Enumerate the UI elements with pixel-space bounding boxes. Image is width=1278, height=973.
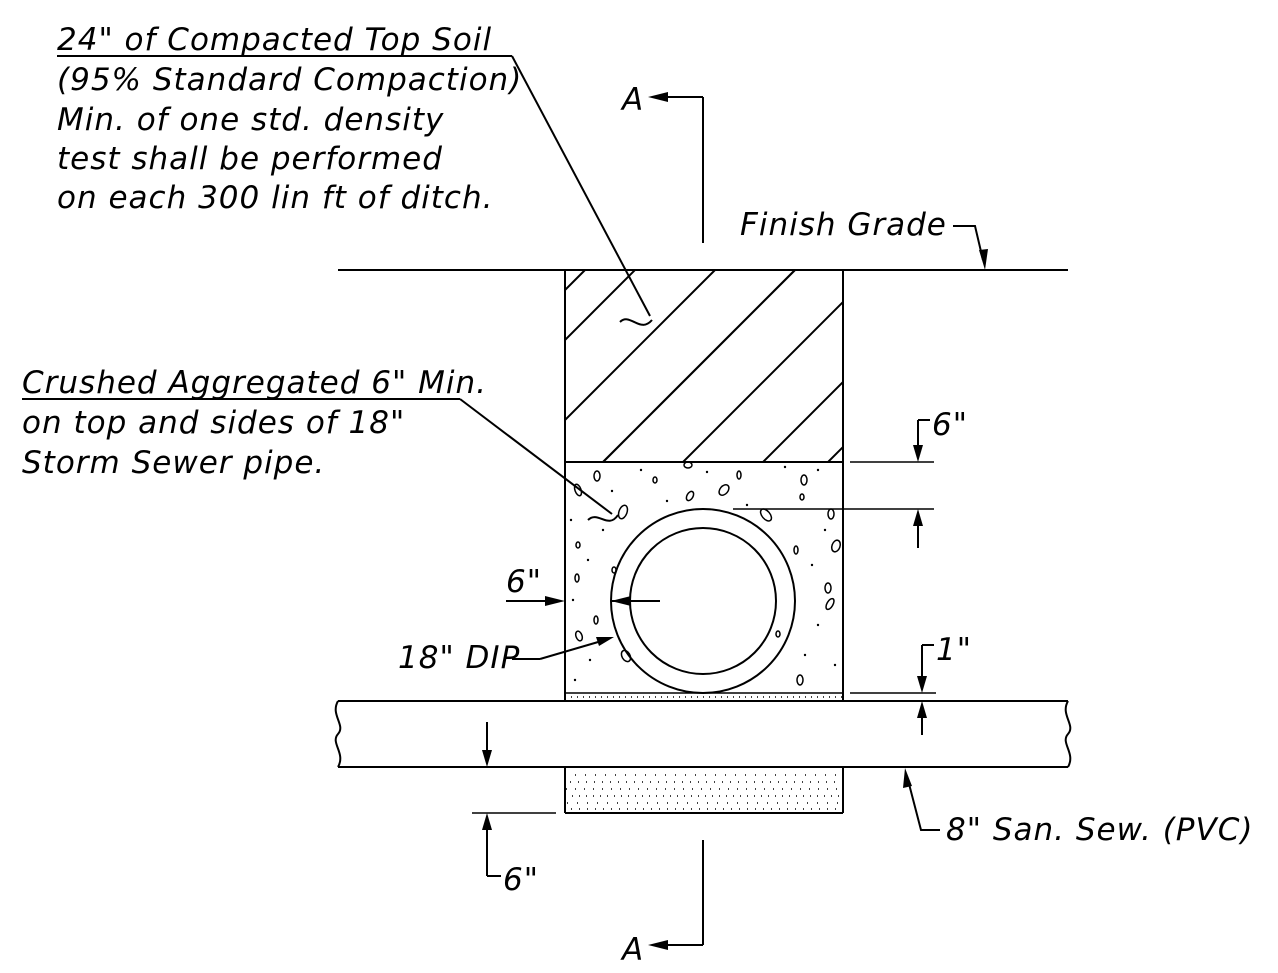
dimension-bedding-label: 6" [503, 862, 539, 898]
topsoil-note: 24" of Compacted Top Soil (95% Standard … [57, 22, 653, 326]
section-marker-bottom: A [620, 840, 704, 968]
topsoil-note-line3: Min. of one std. density [57, 102, 444, 138]
section-label-top: A [620, 82, 644, 118]
trench-walls [564, 270, 844, 814]
aggregate-fill [569, 462, 842, 686]
aggregate-note-line2: on top and sides of 18" [22, 405, 405, 441]
dimension-clearance: 1" [850, 632, 972, 735]
aggregate-note-line3: Storm Sewer pipe. [22, 445, 325, 481]
sanitary-sewer-pipe [334, 700, 1072, 768]
finish-grade-callout: Finish Grade [740, 207, 988, 270]
topsoil-hatch [565, 270, 843, 462]
dimension-side-cover: 6" [506, 564, 660, 606]
section-label-bottom: A [620, 932, 644, 968]
finish-grade-label: Finish Grade [740, 207, 947, 243]
dimension-top-label: 6" [932, 407, 968, 443]
topsoil-note-line5: on each 300 lin ft of ditch. [57, 180, 493, 216]
topsoil-note-line4: test shall be performed [57, 141, 443, 177]
dimension-clearance-label: 1" [936, 632, 972, 668]
section-marker-top: A [620, 82, 704, 243]
sewer-callout: 8" San. Sew. (PVC) [903, 768, 1253, 848]
sand-bedding [565, 774, 843, 810]
pipe-callout: 18" DIP [398, 637, 614, 676]
aggregate-note-line1: Crushed Aggregated 6" Min. [22, 365, 487, 401]
aggregate-note: Crushed Aggregated 6" Min. on top and si… [22, 365, 619, 522]
topsoil-note-line1: 24" of Compacted Top Soil [57, 22, 492, 58]
dimension-side-label: 6" [506, 564, 542, 600]
sewer-label: 8" San. Sew. (PVC) [946, 812, 1253, 848]
dimension-top-cover: 6" [733, 407, 968, 548]
dimension-bedding: 6" [472, 722, 556, 898]
topsoil-note-line2: (95% Standard Compaction) [57, 62, 522, 98]
pipe-label: 18" DIP [398, 640, 520, 676]
